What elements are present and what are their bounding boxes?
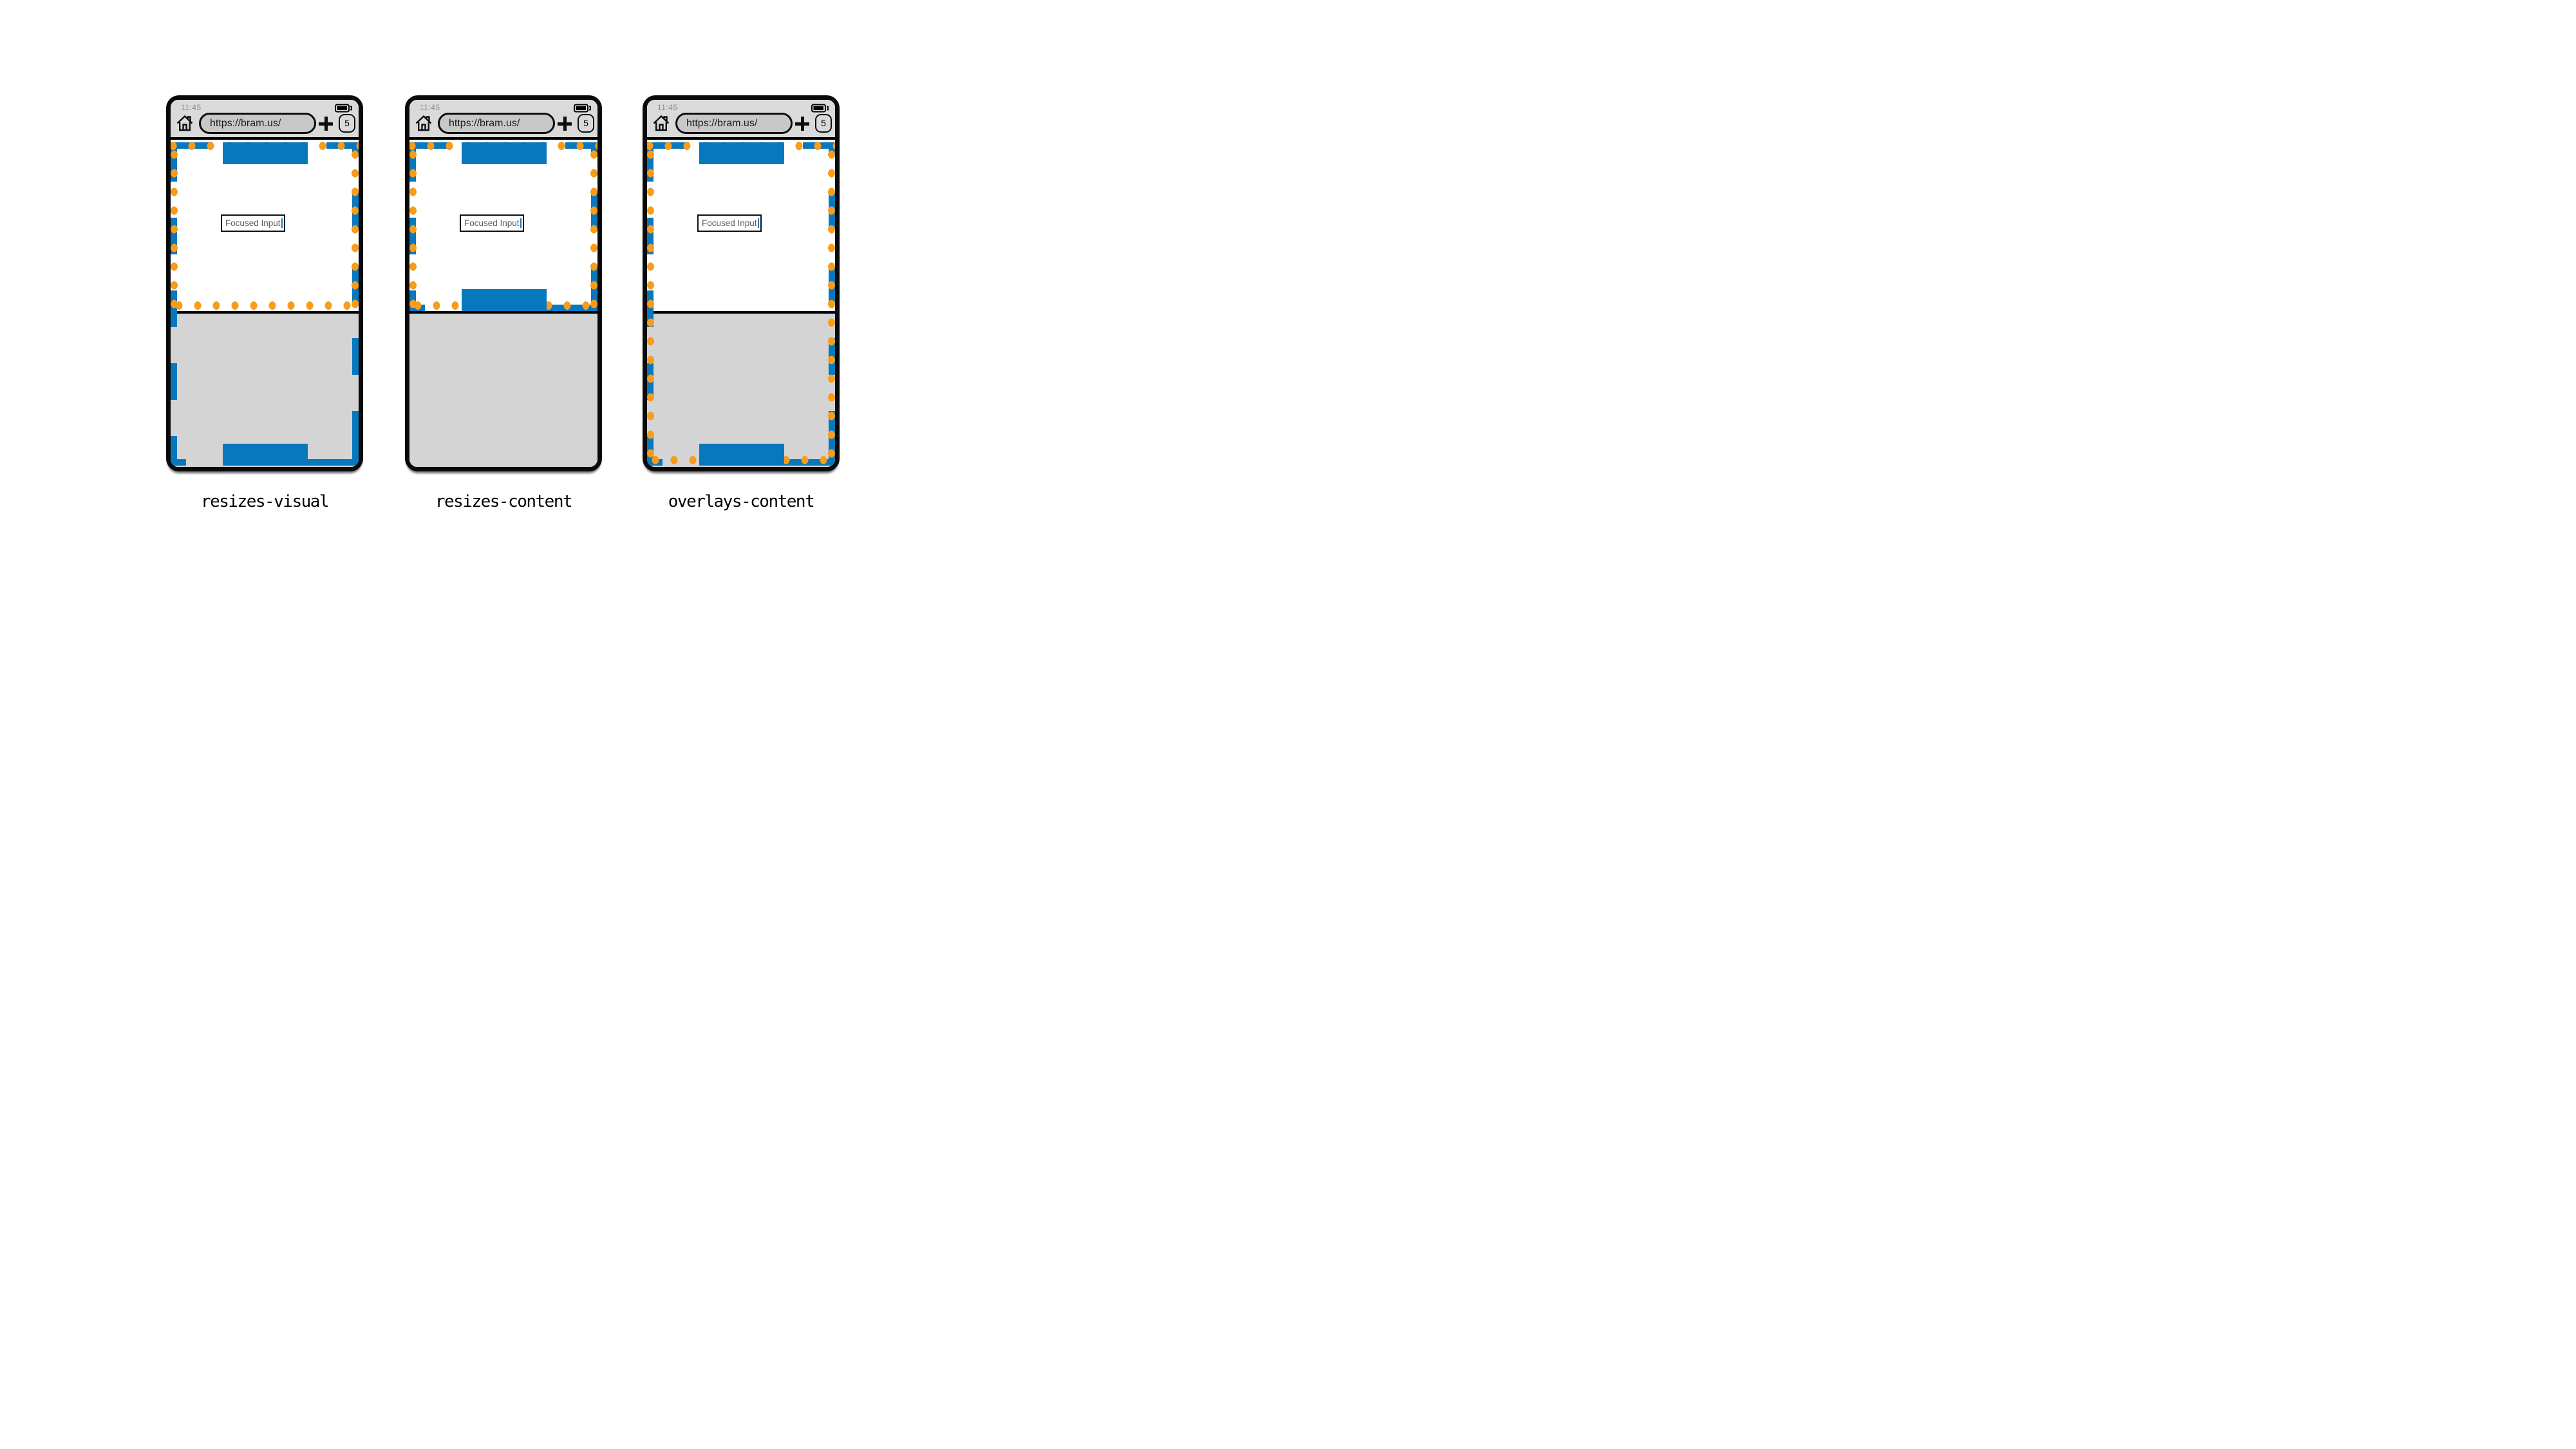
input-value: Focused Input bbox=[225, 218, 281, 228]
virtual-keyboard-panel bbox=[409, 314, 597, 467]
address-bar[interactable]: https://bram.us/ bbox=[199, 113, 316, 134]
battery-icon bbox=[811, 104, 829, 113]
status-time: 11:45 bbox=[420, 103, 440, 112]
focused-input-field[interactable]: Focused Input bbox=[460, 214, 524, 232]
phone-resizes-content: Focused Input 11:45 https://bram.us/ bbox=[405, 95, 602, 471]
visual-viewport-dots-left bbox=[171, 142, 178, 311]
tabs-button[interactable]: 5 bbox=[339, 114, 355, 133]
visual-viewport-dots-left bbox=[409, 142, 417, 311]
phone-screen: Focused Input 11:45 https://bram.us/ bbox=[171, 100, 359, 467]
virtual-keyboard-panel bbox=[171, 314, 359, 467]
fixed-footer-bar bbox=[223, 444, 308, 466]
text-caret bbox=[520, 218, 522, 228]
new-tab-button[interactable] bbox=[557, 116, 572, 131]
fixed-header-bar bbox=[223, 142, 308, 164]
browser-toolbar: 11:45 https://bram.us/ 5 bbox=[647, 100, 835, 140]
focused-input-field[interactable]: Focused Input bbox=[221, 214, 285, 232]
visual-viewport-dots-left bbox=[647, 142, 654, 466]
focused-input-field[interactable]: Focused Input bbox=[697, 214, 762, 232]
tabs-button[interactable]: 5 bbox=[578, 114, 594, 133]
address-url: https://bram.us/ bbox=[686, 118, 758, 129]
caption-resizes-content: resizes-content bbox=[435, 492, 573, 511]
keyboard-top-edge bbox=[171, 311, 359, 314]
text-caret bbox=[281, 218, 283, 228]
fixed-footer-bar bbox=[699, 444, 784, 466]
address-bar[interactable]: https://bram.us/ bbox=[675, 113, 793, 134]
fixed-footer-bar bbox=[462, 289, 547, 311]
fixed-header-bar bbox=[699, 142, 784, 164]
address-url: https://bram.us/ bbox=[210, 118, 281, 129]
visual-viewport-dots-right bbox=[590, 142, 597, 311]
home-icon[interactable] bbox=[176, 114, 194, 132]
visual-viewport-dots-right bbox=[352, 142, 359, 311]
home-icon[interactable] bbox=[652, 114, 670, 132]
address-bar[interactable]: https://bram.us/ bbox=[438, 113, 555, 134]
tab-count: 5 bbox=[583, 118, 588, 128]
browser-toolbar: 11:45 https://bram.us/ 5 bbox=[409, 100, 597, 140]
phone-screen: Focused Input 11:45 https://bram.us/ bbox=[409, 100, 597, 467]
fixed-header-bar bbox=[462, 142, 547, 164]
tab-count: 5 bbox=[821, 118, 826, 128]
caption-resizes-visual: resizes-visual bbox=[200, 492, 330, 511]
new-tab-button[interactable] bbox=[318, 116, 334, 131]
visual-viewport-dots-right bbox=[828, 142, 835, 466]
phone-resizes-visual: Focused Input 11:45 https://bram.us/ bbox=[166, 95, 363, 471]
text-caret bbox=[757, 218, 760, 228]
battery-icon bbox=[335, 104, 352, 113]
home-icon[interactable] bbox=[415, 114, 433, 132]
phone-screen: Focused Input 11:45 https://bram.us/ bbox=[647, 100, 835, 467]
new-tab-button[interactable] bbox=[794, 116, 810, 131]
tabs-button[interactable]: 5 bbox=[815, 114, 832, 133]
browser-toolbar: 11:45 https://bram.us/ 5 bbox=[171, 100, 359, 140]
battery-icon bbox=[574, 104, 591, 113]
address-url: https://bram.us/ bbox=[449, 118, 520, 129]
tab-count: 5 bbox=[344, 118, 350, 128]
status-time: 11:45 bbox=[181, 103, 202, 112]
input-value: Focused Input bbox=[702, 218, 757, 228]
status-time: 11:45 bbox=[657, 103, 678, 112]
virtual-keyboard-panel bbox=[647, 314, 835, 467]
keyboard-top-edge bbox=[647, 311, 835, 314]
caption-overlays-content: overlays-content bbox=[668, 492, 815, 511]
keyboard-top-edge bbox=[409, 311, 597, 314]
figure-viewport-modes: Focused Input 11:45 https://bram.us/ bbox=[0, 0, 1010, 568]
phone-overlays-content: Focused Input 11:45 https://bram.us/ bbox=[643, 95, 840, 471]
input-value: Focused Input bbox=[464, 218, 520, 228]
visual-viewport-dots-bottom bbox=[171, 301, 359, 310]
